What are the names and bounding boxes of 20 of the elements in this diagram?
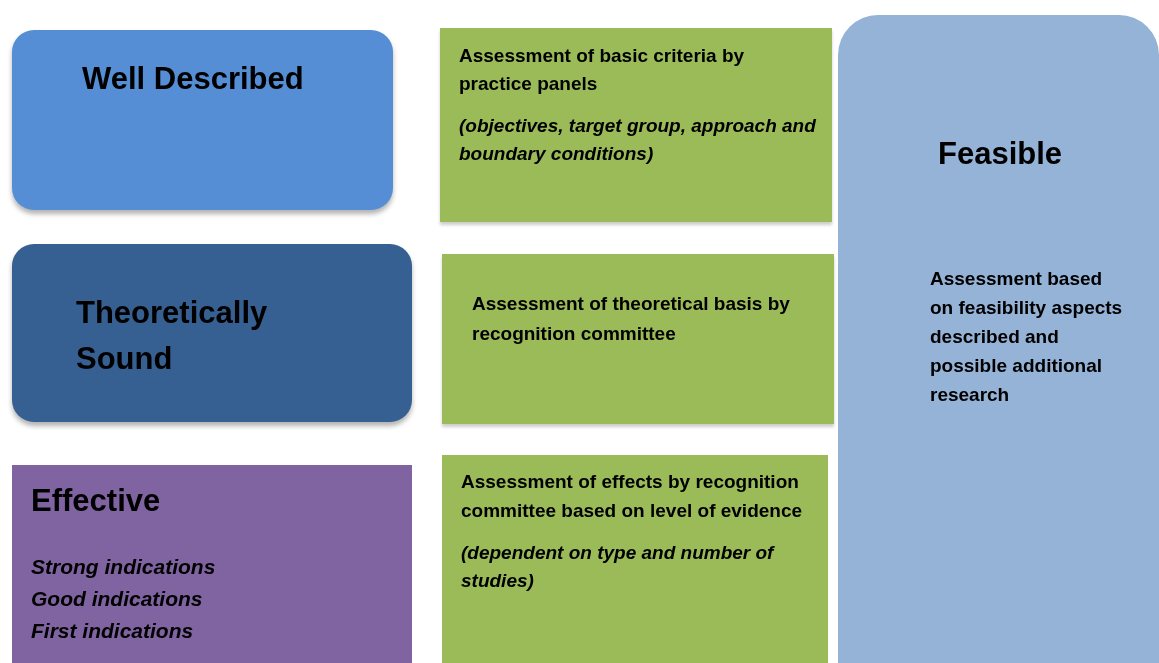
category-box [12, 465, 412, 663]
assessment-box [442, 455, 828, 663]
box-text: (objectives, target group, approach and boundary conditions) [459, 114, 817, 166]
box-text: Good indications [31, 585, 204, 612]
box-text: Assessment of theoretical basis by recognition committee [472, 292, 791, 346]
box-text: Assessment of effects by recognition committee based on level of evidence [461, 470, 804, 523]
category-box [12, 30, 393, 210]
assessment-box [440, 28, 832, 222]
box-text: Assessment of basic criteria by practice panels [459, 44, 746, 96]
box-heading: Effective [31, 482, 162, 520]
box-heading: Theoretically Sound [76, 294, 269, 378]
category-box [838, 15, 1159, 663]
box-text: Strong indications [31, 553, 217, 580]
assessment-box [442, 254, 834, 424]
box-text: (dependent on type and number of studies) [461, 541, 776, 593]
category-box [12, 244, 412, 422]
box-text: Assessment based on feasibility aspects described and possible additional research [930, 266, 1124, 407]
box-text: First indications [31, 617, 195, 644]
box-heading: Feasible [938, 135, 1064, 173]
box-heading: Well Described [82, 60, 305, 98]
